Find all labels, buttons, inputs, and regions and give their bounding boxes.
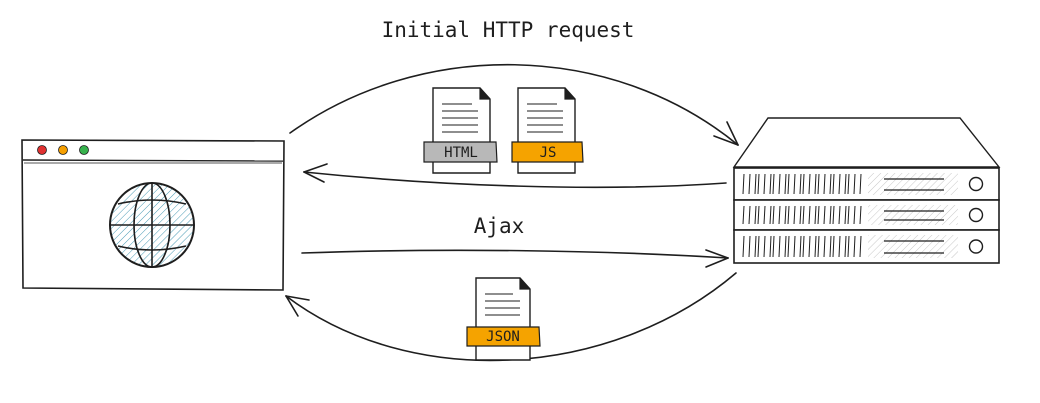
initial-request-label: Initial HTTP request (382, 18, 635, 42)
json-document: JSON (466, 277, 541, 361)
html-document: HTML (423, 87, 498, 174)
initial-request-arrow (289, 63, 739, 146)
ajax-label: Ajax (474, 214, 525, 238)
power-button-icon (968, 176, 984, 192)
html-tag-label: HTML (444, 145, 478, 161)
server-unit (733, 199, 1000, 231)
document-icon (475, 277, 531, 361)
response-arrow (303, 163, 727, 189)
globe-icon (109, 182, 195, 268)
js-tag-label: JS (540, 145, 557, 161)
window-maximize-dot (79, 145, 89, 155)
server-unit (733, 167, 1000, 201)
js-document: JS (511, 87, 584, 174)
window-minimize-dot (58, 145, 68, 155)
ajax-arrow (301, 249, 729, 268)
browser-window-icon (21, 139, 285, 291)
power-button-icon (968, 207, 984, 223)
window-close-dot (37, 145, 47, 155)
server-rack-icon (732, 117, 1001, 264)
json-tag-label: JSON (486, 329, 520, 345)
server-unit (733, 229, 1000, 264)
power-button-icon (968, 239, 984, 254)
